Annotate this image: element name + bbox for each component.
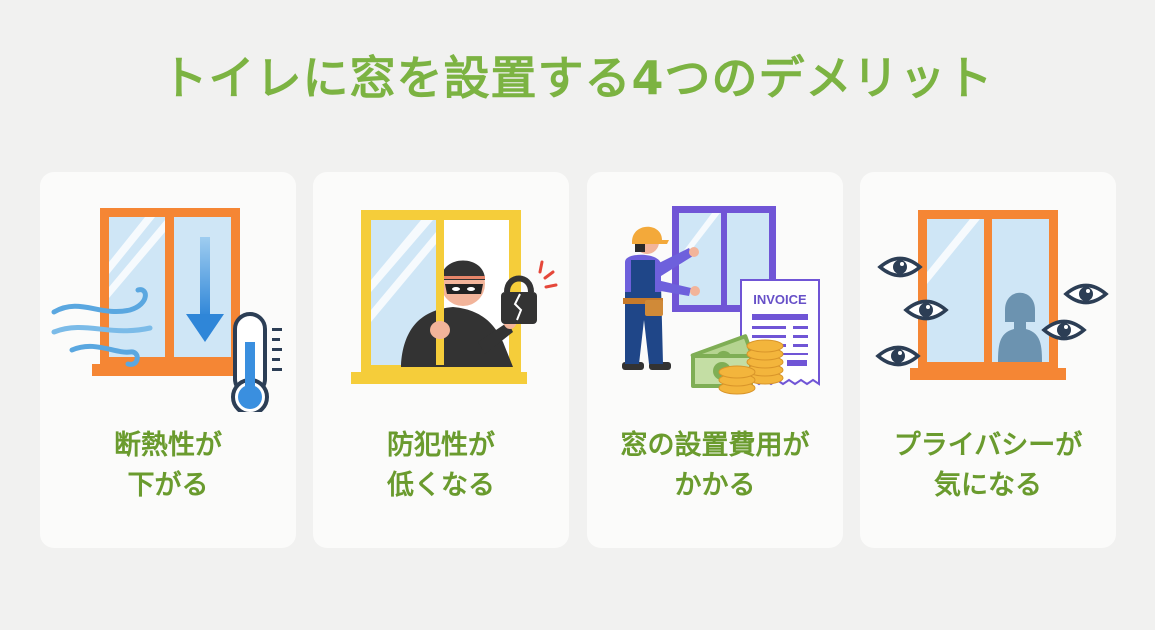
eye-icon	[1063, 283, 1109, 305]
card-privacy: プライバシーが 気になる	[860, 172, 1116, 548]
invoice-text: INVOICE	[753, 292, 807, 307]
eye-icon	[903, 299, 949, 321]
card-label-line1: 窓の設置費用が	[620, 430, 810, 461]
card-label-line2: 下がる	[127, 470, 209, 501]
page-title: トイレに窓を設置する4つのデメリット	[161, 51, 994, 105]
card-insulation: 断熱性が 下がる	[40, 172, 296, 548]
card-label-line1: プライバシーが	[893, 430, 1083, 461]
eye-icon	[1041, 319, 1087, 341]
card-label: プライバシーが 気になる	[860, 426, 1116, 506]
card-label: 窓の設置費用が かかる	[587, 426, 843, 506]
card-label-line1: 防犯性が	[387, 430, 495, 461]
window-cold-wind-thermometer-icon	[51, 208, 282, 412]
window-person-eyes-icon	[875, 210, 1109, 380]
eye-icon	[877, 256, 923, 278]
worker-window-invoice-money-icon: INVOICE	[622, 206, 820, 395]
card-label-line2: 気になる	[934, 470, 1042, 501]
card-cost: INVOICE	[587, 172, 843, 548]
card-label: 断熱性が 下がる	[40, 426, 296, 506]
card-label-line2: かかる	[674, 470, 756, 501]
card-label: 防犯性が 低くなる	[313, 426, 569, 506]
card-security: 防犯性が 低くなる	[313, 172, 569, 548]
eye-icon	[875, 345, 921, 367]
window-burglar-broken-lock-icon	[351, 210, 558, 384]
card-label-line2: 低くなる	[387, 470, 495, 501]
card-label-line1: 断熱性が	[114, 430, 222, 461]
